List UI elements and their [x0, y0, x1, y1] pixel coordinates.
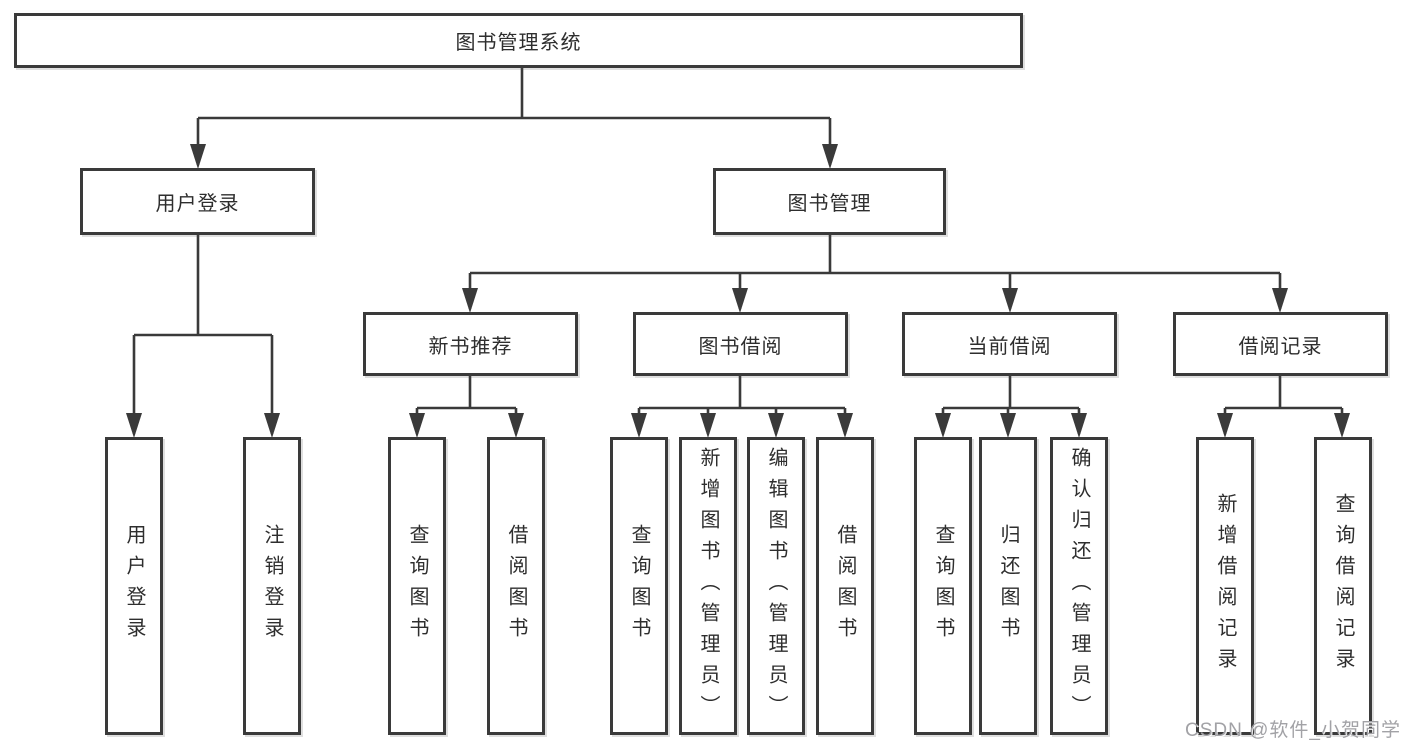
node-label: 查询图书 [406, 524, 428, 648]
leaf-borrow-book: 借阅图书 [816, 437, 874, 735]
node-label: 图书管理 [787, 193, 872, 215]
leaf-add-book-admin: 新增图书（管理员） [679, 437, 737, 735]
node-book-management: 图书管理 [713, 168, 946, 235]
node-label: 注销登录 [261, 524, 283, 648]
node-label: 借阅图书 [834, 524, 856, 648]
leaf-query-book-recommend: 查询图书 [388, 437, 446, 735]
leaf-query-current-book: 查询图书 [914, 437, 972, 735]
node-label: 编辑图书（管理员） [765, 446, 787, 726]
leaf-add-borrow-record: 新增借阅记录 [1196, 437, 1254, 735]
node-user-login: 用户登录 [80, 168, 315, 235]
node-label: 新书推荐 [428, 335, 513, 358]
node-label: 新增借阅记录 [1214, 493, 1236, 679]
leaf-borrow-book-recommend: 借阅图书 [487, 437, 545, 735]
node-book-borrow: 图书借阅 [633, 312, 848, 376]
node-label: 图书借阅 [698, 335, 783, 358]
node-new-book-recommend: 新书推荐 [363, 312, 578, 376]
leaf-query-borrow-record: 查询借阅记录 [1314, 437, 1372, 735]
csdn-watermark: CSDN @软件_小贺同学 [1185, 720, 1401, 741]
node-label: 借阅记录 [1238, 335, 1323, 358]
node-label: 用户登录 [123, 524, 145, 648]
leaf-edit-book-admin: 编辑图书（管理员） [747, 437, 805, 735]
leaf-logout: 注销登录 [243, 437, 301, 735]
node-label: 用户登录 [155, 193, 240, 215]
node-label: 查询借阅记录 [1332, 493, 1354, 679]
node-label: 新增图书（管理员） [697, 446, 719, 726]
node-label: 查询图书 [932, 524, 954, 648]
arrowheads [126, 144, 1350, 438]
node-label: 图书管理系统 [455, 32, 582, 54]
node-library-management-system: 图书管理系统 [14, 13, 1023, 68]
node-borrow-record: 借阅记录 [1173, 312, 1388, 376]
node-label: 当前借阅 [967, 335, 1052, 358]
leaf-return-book: 归还图书 [979, 437, 1037, 735]
node-label: 确认归还（管理员） [1068, 446, 1090, 726]
leaf-user-login: 用户登录 [105, 437, 163, 735]
leaf-confirm-return-admin: 确认归还（管理员） [1050, 437, 1108, 735]
node-label: 借阅图书 [505, 524, 527, 648]
node-label: 查询图书 [628, 524, 650, 648]
node-label: 归还图书 [997, 524, 1019, 648]
node-current-borrow: 当前借阅 [902, 312, 1117, 376]
leaf-query-book: 查询图书 [610, 437, 668, 735]
